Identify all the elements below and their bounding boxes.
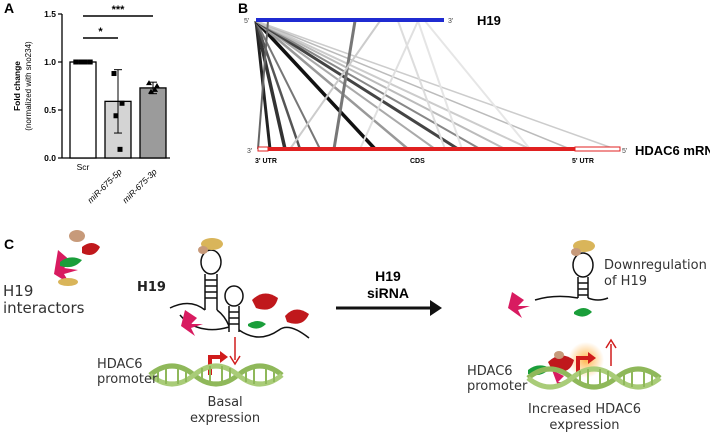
x-category-label: miR-675-5p <box>85 167 124 206</box>
y-axis-subtitle: (normalized with sno234) <box>24 41 33 131</box>
promoter-arrow-right <box>576 356 590 376</box>
utr3-label: 3' UTR <box>255 158 277 165</box>
dna-helix-right <box>526 366 662 390</box>
y-tick-label: 0.0 <box>44 153 56 163</box>
data-point <box>111 71 117 77</box>
data-point <box>152 86 158 92</box>
mechanism-schematic: H19 <box>54 230 662 390</box>
hdac6-utr3-segment <box>257 146 269 152</box>
data-point <box>154 83 160 88</box>
h19-interactors-label: H19 interactors <box>3 282 85 317</box>
panel-letter-b: B <box>238 0 249 16</box>
significance-stars: *** <box>112 4 126 16</box>
data-point <box>148 88 154 94</box>
panel-letter-c: C <box>4 236 15 252</box>
h19-rna-structure-right <box>534 252 609 301</box>
data-point <box>87 59 93 65</box>
hdac6-utr5-segment <box>574 146 621 152</box>
h19-label-c: H19 <box>137 280 166 295</box>
data-point <box>119 100 125 106</box>
data-point <box>82 59 88 65</box>
y-tick-label: 0.5 <box>44 105 56 115</box>
bar-2 <box>139 87 167 159</box>
bar-0 <box>69 61 97 159</box>
x-category-label: Scr <box>77 162 90 172</box>
hdac6-mrna-label: HDAC6 mRNA <box>635 143 710 158</box>
up-arrow-icon <box>605 338 617 349</box>
h19-label-b: H19 <box>477 13 501 28</box>
arrow-head-icon <box>430 300 442 316</box>
h19-3prime: 3' <box>448 18 453 25</box>
interaction-lines <box>254 19 616 151</box>
data-point <box>113 113 119 119</box>
down-arrow-icon <box>229 355 241 366</box>
cds-label: CDS <box>410 158 425 165</box>
h19-5prime: 5' <box>244 18 249 25</box>
basal-expression-label: Basal expression <box>190 395 261 426</box>
increased-expression-label: Increased HDAC6 expression <box>528 402 641 433</box>
hdac6-promoter-label-left: HDAC6 promoter <box>97 357 158 387</box>
hdac6-3prime: 3' <box>247 148 252 155</box>
hdac6-promoter-label-right: HDAC6 promoter <box>467 364 528 394</box>
dna-helix-left <box>148 363 284 387</box>
panel-letter-a: A <box>4 0 15 16</box>
y-tick-label: 1.5 <box>44 9 56 19</box>
data-point <box>117 146 123 152</box>
utr5-label: 5' UTR <box>572 158 594 165</box>
y-axis-title: Fold change <box>12 61 22 111</box>
hdac6-5prime: 5' <box>622 148 627 155</box>
x-category-label: miR-675-3p <box>120 167 159 206</box>
h19-rna-structure-left <box>169 249 310 339</box>
downregulation-label: Downregulation of H19 <box>604 258 707 289</box>
data-point <box>78 59 84 65</box>
sirna-label: H19 siRNA <box>366 268 409 301</box>
data-point <box>146 80 152 86</box>
binding-diagram: 5' 3' H19 3' 5' HDAC6 mRNA 3' UTR CDS 5'… <box>244 13 710 165</box>
interactor-proteins-left <box>54 230 100 286</box>
significance-stars: * <box>98 26 103 38</box>
y-tick-label: 1.0 <box>44 57 56 67</box>
data-point <box>73 59 79 65</box>
